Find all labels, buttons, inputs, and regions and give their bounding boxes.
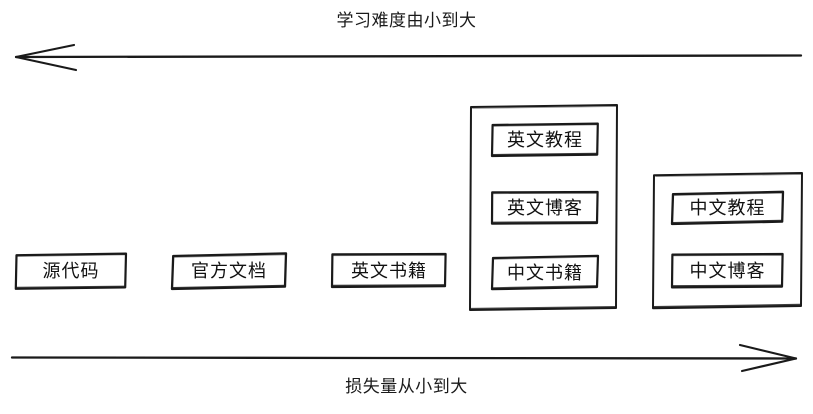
node-border [670,190,785,226]
node-border [170,252,288,291]
node-border [490,254,600,291]
node-label: 英文书籍 [351,260,427,281]
node-border [490,122,599,158]
difficulty-axis-label: 学习难度由小到大 [336,11,477,30]
node-chinese-books[interactable]: 中文书籍 [490,254,600,291]
node-chinese-tutorial[interactable]: 中文教程 [670,190,785,226]
node-label: 源代码 [42,261,100,281]
node-source-code[interactable]: 源代码 [14,252,128,290]
node-label: 英文博客 [507,198,583,218]
node-label: 中文教程 [689,198,766,218]
node-english-books[interactable]: 英文书籍 [330,252,448,289]
node-chinese-blog[interactable]: 中文博客 [670,252,785,290]
node-label: 英文教程 [507,130,583,150]
node-border [330,252,447,289]
loss-axis-label: 损失量从小到大 [345,377,468,396]
node-label: 中文书籍 [507,262,583,283]
node-border [14,252,128,290]
group-chinese-stack: 中文教程 中文博客 [651,171,805,310]
node-label: 官方文档 [191,261,267,281]
node-border [490,190,599,225]
node-border [670,252,784,289]
difficulty-axis-arrow [14,43,803,72]
group-english-stack: 英文教程 英文博客 中文书籍 [468,103,620,312]
node-english-tutorial[interactable]: 英文教程 [490,122,600,158]
node-english-blog[interactable]: 英文博客 [490,190,600,226]
node-official-docs[interactable]: 官方文档 [170,252,288,291]
node-label: 中文博客 [689,261,766,281]
